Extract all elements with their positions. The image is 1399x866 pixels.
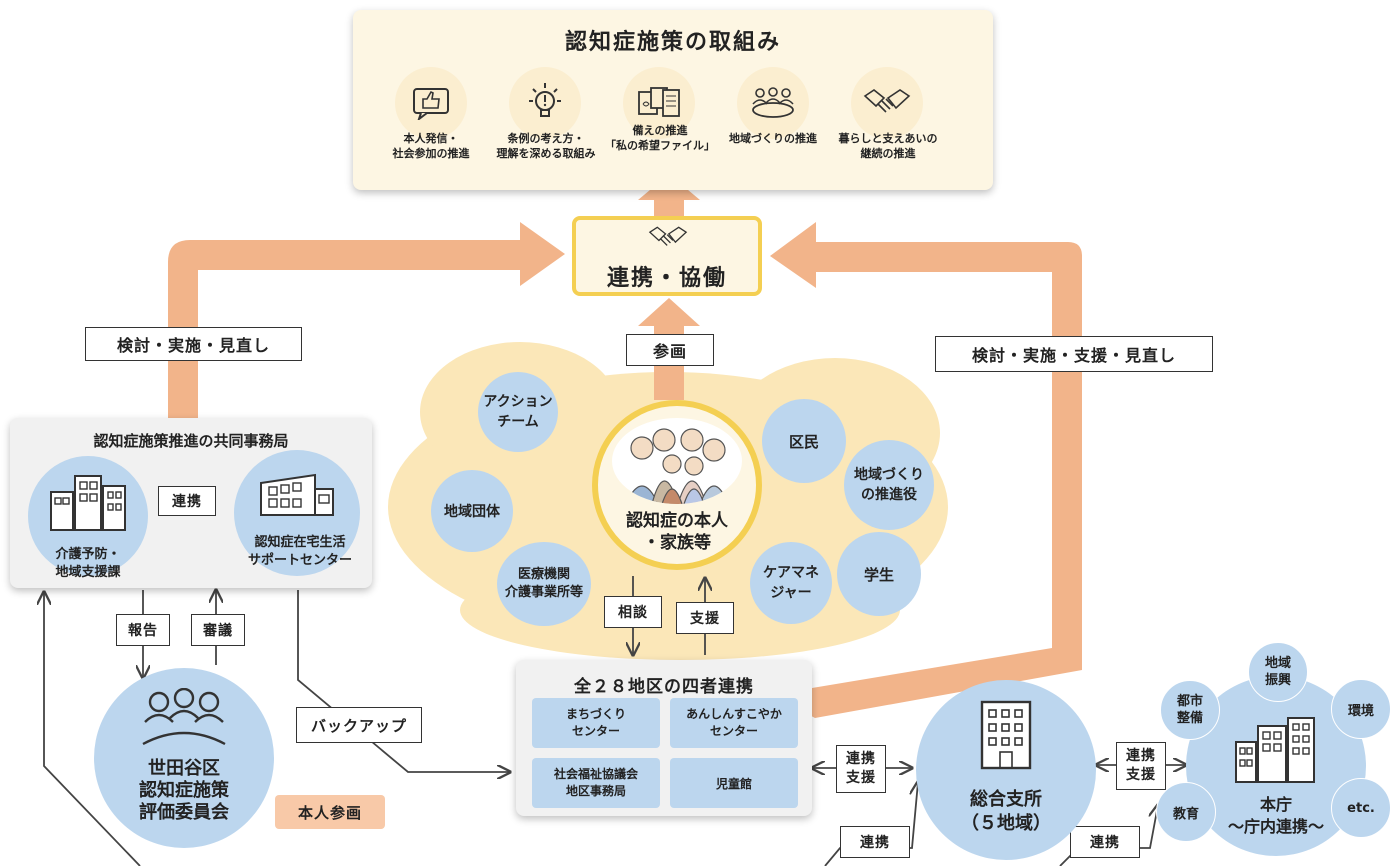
link-label-bottom-1: 連携 (840, 826, 910, 858)
buildings-icon (50, 475, 126, 531)
bubble-medical-care: 医療機関 介護事業所等 (497, 542, 591, 626)
satellite-education: 教育 (1156, 782, 1216, 842)
lightbulb-icon (509, 67, 581, 139)
initiative-label-5: 暮らしと支えあいの 継続の推進 (838, 132, 938, 160)
bubble-community-promoters: 地域づくり の推進役 (844, 440, 934, 530)
secretariat-link-label: 連携 (158, 486, 216, 516)
bubble-care-manager: ケアマネ ジャー (750, 542, 832, 624)
person-family-label: 認知症の本人 ・家族等 (626, 511, 728, 553)
home-support-center-circle (234, 450, 360, 576)
building-icon (260, 473, 334, 516)
care-prevention-label: 介護予防・ 地域支援課 (55, 547, 121, 580)
city-hall-label: 本庁 ～庁内連携～ (1227, 795, 1324, 836)
care-prevention-circle (28, 456, 148, 576)
initiatives-panel: 認知症施策の取組み 本人発信・ 社会参加の推進 条例の考え方・ 理解を深める取組… (353, 10, 993, 190)
people-meeting-icon (737, 67, 809, 139)
social-welfare-council-cell: 社会福祉協議会 地区事務局 (532, 758, 660, 808)
childrens-hall-cell: 児童館 (670, 758, 798, 808)
joint-secretariat: 認知症施策推進の共同事務局 介護予防・ 地域支援課 連携 認知症在宅生活 サポー… (10, 418, 372, 588)
hub-to-top-arrow (638, 174, 700, 216)
initiative-label-2: 条例の考え方・ 理解を深める取組み (496, 132, 596, 160)
bubble-community-groups: 地域団体 (431, 470, 513, 552)
four-party-title: 全２８地区の四者連携 (574, 677, 754, 697)
evaluation-committee: 世田谷区 認知症施策 評価委員会 (94, 668, 274, 848)
initiatives-title: 認知症施策の取組み (564, 30, 781, 55)
support-label: 支援 (676, 602, 734, 634)
person-family-circle: 認知症の本人 ・家族等 (592, 400, 762, 570)
left-loop-label: 検討・実施・見直し (85, 327, 302, 361)
secretariat-title: 認知症施策推進の共同事務局 (93, 432, 289, 450)
deliberation-label: 審議 (191, 614, 245, 646)
bubble-students: 学生 (837, 532, 921, 616)
handshake-icon (642, 224, 694, 252)
satellite-etc: etc. (1331, 778, 1391, 838)
right-loop-label: 検討・実施・支援・見直し (935, 336, 1213, 372)
consultation-label: 相談 (604, 596, 662, 628)
committee-label: 世田谷区 認知症施策 評価委員会 (139, 758, 229, 823)
satellite-urban-planning: 都市 整備 (1160, 680, 1220, 740)
home-support-center-label: 認知症在宅生活 サポートセンター (247, 535, 352, 568)
report-label: 報告 (116, 614, 170, 646)
buildings-icon (1235, 717, 1315, 783)
satellite-environment: 環境 (1331, 679, 1391, 739)
family-illustration-icon (612, 418, 742, 504)
hub-label: 連携・協働 (606, 266, 727, 291)
bubble-action-team: アクション チーム (478, 372, 558, 452)
handshake-icon (851, 67, 923, 139)
right-loop-arrow (770, 222, 1082, 718)
link-label-bottom-2: 連携 (1070, 826, 1140, 858)
anshin-center-cell: あんしんすこやか センター (670, 698, 798, 748)
collaboration-hub: 連携・協働 (572, 216, 762, 296)
machizukuri-center-cell: まちづくり センター (532, 698, 660, 748)
four-party-collaboration: 全２８地区の四者連携 まちづくり センター あんしんすこやか センター 社会福祉… (516, 660, 812, 816)
link-support-label-2: 連携 支援 (1116, 742, 1166, 790)
branch-office-label: 総合支所 （５地域） (961, 789, 1051, 834)
initiative-label-4: 地域づくりの推進 (729, 132, 817, 145)
self-participation-badge: 本人参画 (275, 795, 385, 829)
branch-office-circle: 総合支所 （５地域） (916, 680, 1096, 860)
documents-icon (623, 67, 695, 139)
thumbs-up-icon (395, 67, 467, 139)
participation-label: 参画 (626, 334, 714, 366)
bubble-residents: 区民 (762, 399, 846, 483)
link-support-label-1: 連携 支援 (836, 745, 886, 793)
left-loop-arrow (168, 222, 565, 418)
backup-label: バックアップ (296, 707, 422, 743)
initiative-label-1: 本人発信・ 社会参加の推進 (392, 132, 470, 160)
satellite-regional-promotion: 地域 振興 (1248, 642, 1308, 702)
initiative-label-3: 備えの推進 「私の希望ファイル」 (605, 124, 715, 152)
building-icon (980, 700, 1032, 770)
people-meeting-icon (142, 688, 226, 746)
